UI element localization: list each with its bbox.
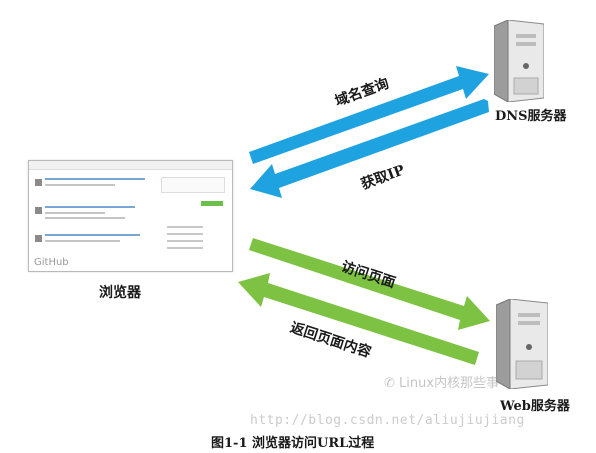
feed-item xyxy=(35,177,153,199)
activity-feed xyxy=(35,177,153,261)
visit-page-arrow xyxy=(249,238,490,330)
wechat-icon: ✆ xyxy=(384,376,395,391)
dns-server-label: DNS服务器 xyxy=(495,109,567,124)
get-ip-arrow xyxy=(250,99,489,198)
dns-query-arrow xyxy=(249,66,489,164)
github-logo-text: GitHub xyxy=(34,257,69,268)
feed-item xyxy=(35,233,153,255)
return-content-arrow xyxy=(238,273,479,365)
url-watermark: http://blog.csdn.net/aliujiujiang xyxy=(250,413,525,428)
feed-item xyxy=(35,205,153,227)
browser-screenshot: GitHub xyxy=(28,160,233,272)
web-server-label: Web服务器 xyxy=(500,399,570,414)
wechat-watermark: ✆ Linux内核那些事 xyxy=(384,372,499,391)
web-server-icon xyxy=(496,299,548,389)
dns-server-icon xyxy=(494,20,544,102)
watermark-logo-text: Linux内核那些事 xyxy=(399,376,500,391)
browser-topbar xyxy=(29,161,232,170)
browser-label: 浏览器 xyxy=(99,285,141,301)
sidebar-panel xyxy=(161,177,225,249)
figure-caption: 图1-1 浏览器访问URL过程 xyxy=(211,436,375,451)
